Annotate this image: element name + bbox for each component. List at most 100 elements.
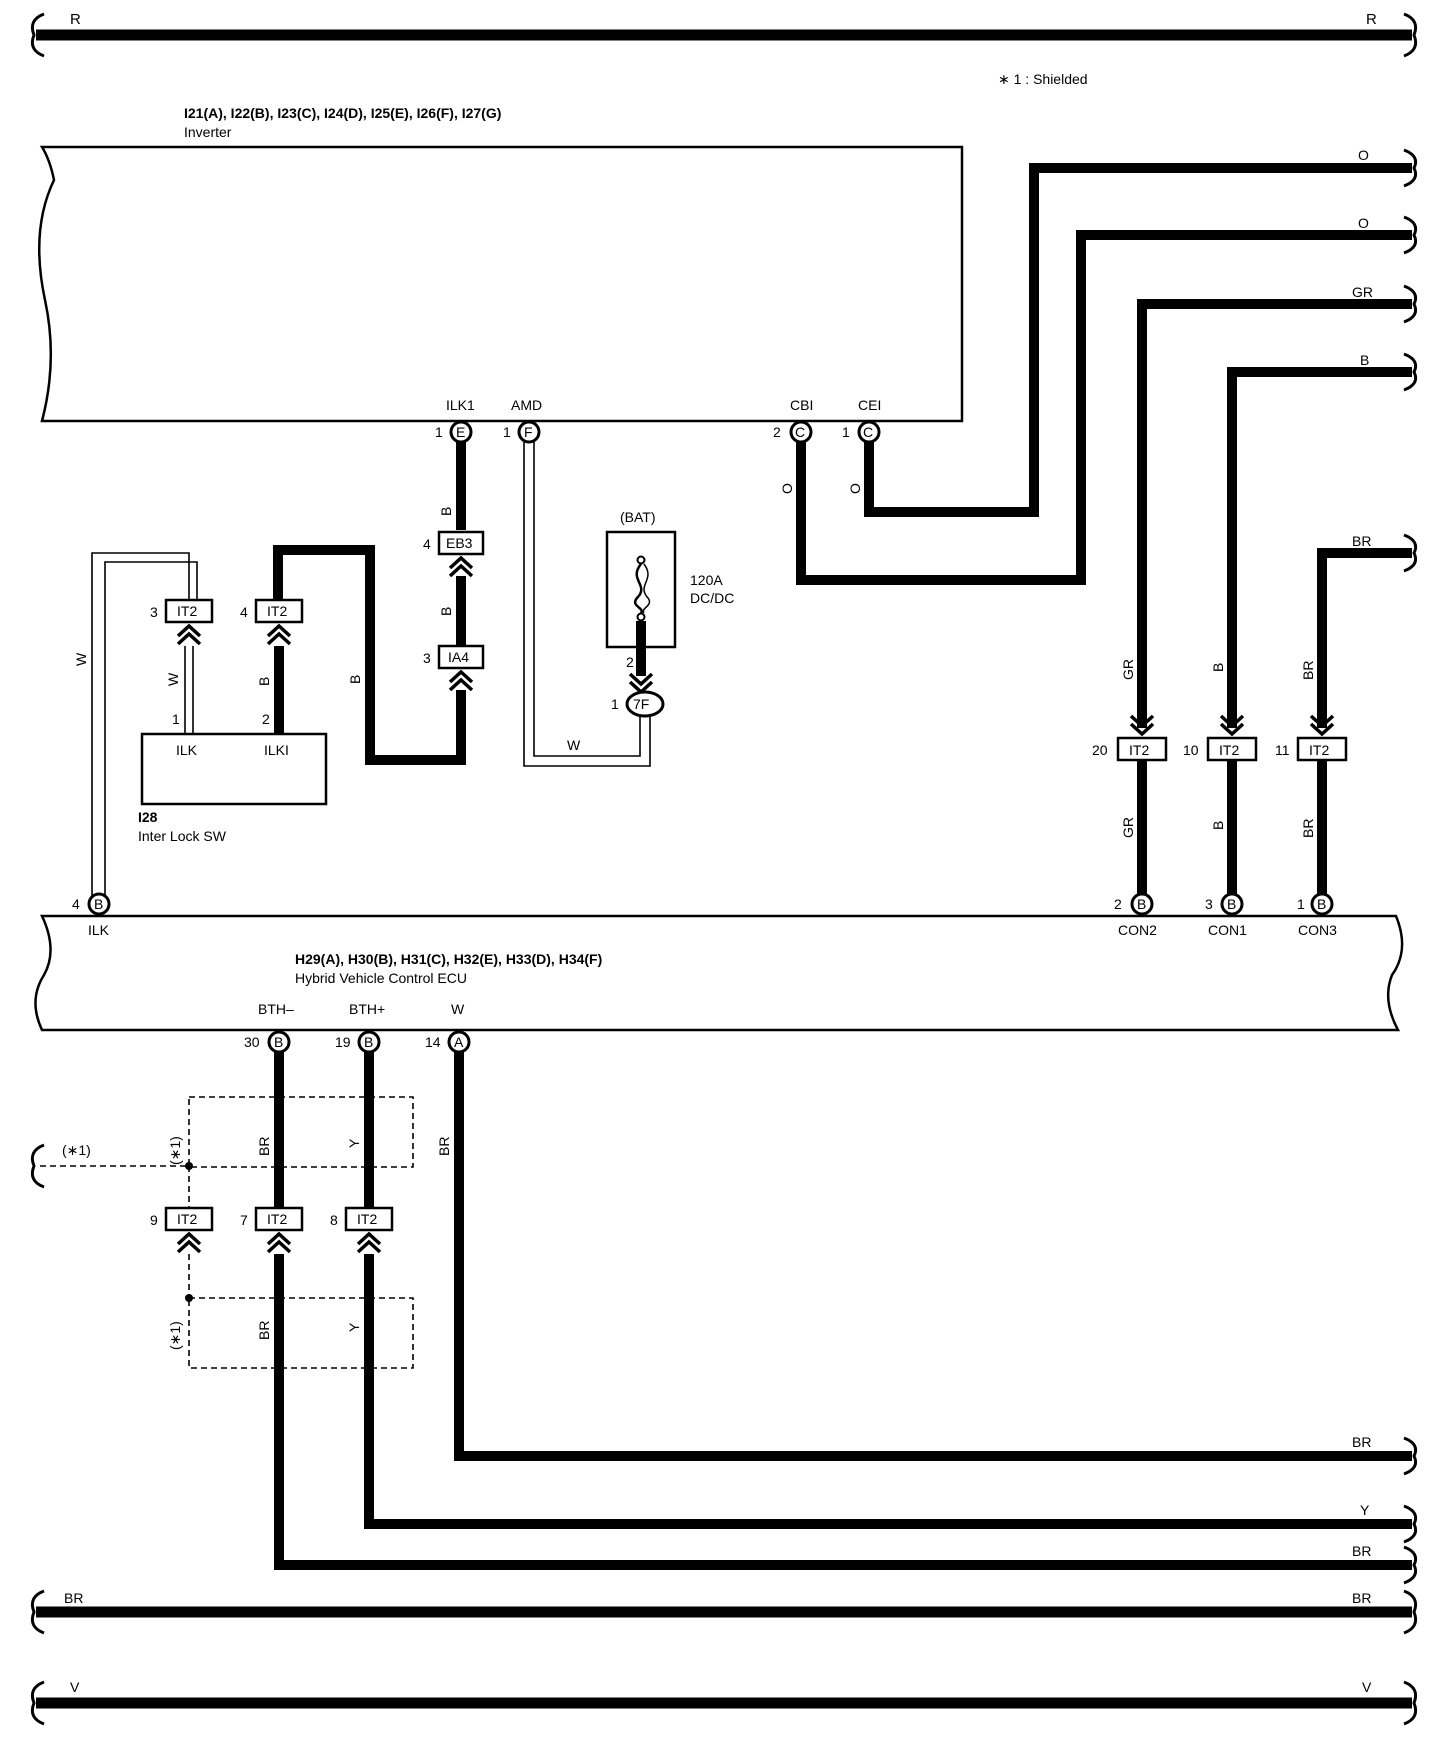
svg-text:B: B [364, 1034, 373, 1050]
connector-7f: 7F [625, 690, 665, 718]
wire-br-vlabel-1: BR [1300, 661, 1316, 680]
bus-v-label-left: V [70, 1679, 80, 1695]
svg-text:IT2: IT2 [177, 603, 197, 619]
pin-label-cbi: CBI [790, 397, 813, 413]
interlock-switch-box [140, 732, 328, 806]
shield-upper-br-label: BR [256, 1137, 272, 1156]
fuse-supply: (BAT) [620, 509, 656, 525]
svg-text:IA4: IA4 [448, 649, 469, 665]
right-brackets [1403, 148, 1418, 573]
ecu-pin-ilk-label: ILK [88, 922, 110, 938]
shield-upper [188, 1096, 414, 1168]
wire-amd-color: W [567, 737, 581, 753]
ecu-pin-bth-plus: B [357, 1030, 381, 1054]
inverter-codes: I21(A), I22(B), I23(C), I24(D), I25(E), … [184, 105, 501, 121]
svg-text:IT2: IT2 [177, 1211, 197, 1227]
wire-gr-label-top: GR [1352, 284, 1373, 300]
junction-it2-10: IT2 [1206, 714, 1258, 762]
pin-cei-num: 1 [842, 424, 850, 440]
interlock-pin2-label: ILKI [264, 742, 289, 758]
pin-cei: C [857, 420, 881, 444]
ecu-pin-ilk-num: 4 [72, 896, 80, 912]
pin-amd-num: 1 [503, 424, 511, 440]
connector-7f-pin: 1 [611, 696, 619, 712]
pin-label-amd: AMD [511, 397, 542, 413]
bus-br-label-left: BR [64, 1590, 83, 1606]
svg-text:IT2: IT2 [1309, 742, 1329, 758]
svg-text:IT2: IT2 [267, 603, 287, 619]
wire-w-outer-color: W [73, 652, 89, 666]
bus-br [30, 1589, 1418, 1635]
junction-it2-8-num: 8 [330, 1212, 338, 1228]
fuse-chevron-icon [628, 672, 654, 694]
wire-ecu-w-color: BR [436, 1137, 452, 1156]
shield-left-bracket [30, 1143, 45, 1189]
inverter-name: Inverter [184, 124, 232, 140]
svg-text:B: B [1227, 896, 1236, 912]
wire-o-label-1: O [1358, 147, 1369, 163]
wire-cbi-color: O [779, 483, 795, 494]
wire-ilk-color: W [165, 672, 181, 686]
ecu-pin-con1-num: 3 [1205, 896, 1213, 912]
wire-gr-vlabel-2: GR [1120, 817, 1136, 838]
junction-it2-9-num: 9 [150, 1212, 158, 1228]
bus-br-label-right: BR [1352, 1590, 1371, 1606]
ecu-pin-con3-num: 1 [1297, 896, 1305, 912]
shield-upper-label-v: (∗1) [167, 1136, 183, 1165]
svg-text:IT2: IT2 [1129, 742, 1149, 758]
svg-text:IT2: IT2 [357, 1211, 377, 1227]
wire-eb3-color: B [438, 607, 454, 616]
wire-gr-vlabel-1: GR [1120, 659, 1136, 680]
wire-ilki-color: B [256, 677, 272, 686]
interlock-pin1-num: 1 [172, 711, 180, 727]
ecu-box [34, 914, 1404, 1032]
shield-lower [188, 1297, 414, 1369]
pin-ilk1: E [449, 420, 473, 444]
bus-v [30, 1680, 1418, 1726]
svg-text:A: A [454, 1034, 464, 1050]
interlock-pin1-label: ILK [176, 742, 198, 758]
shield-lower-label-v: (∗1) [167, 1321, 183, 1350]
junction-it2-20-num: 20 [1092, 742, 1108, 758]
bus-r-label-right: R [1366, 11, 1377, 28]
ecu-pin-bth-minus: B [267, 1030, 291, 1054]
svg-text:EB3: EB3 [446, 535, 473, 551]
junction-it2-8: IT2 [344, 1206, 394, 1254]
svg-text:F: F [524, 424, 533, 440]
wire-amd-w-b [533, 442, 641, 757]
svg-text:B: B [274, 1034, 283, 1050]
ecu-name: Hybrid Vehicle Control ECU [295, 970, 467, 986]
svg-text:B: B [1317, 896, 1326, 912]
inverter-box [38, 145, 964, 423]
wire-ecu-w-br-label-right: BR [1352, 1434, 1371, 1450]
wire-b-vlabel-1: B [1210, 663, 1226, 672]
ecu-pin-ilk: B [87, 892, 111, 916]
junction-it2-4: IT2 [254, 598, 304, 646]
shield-upper-label-h: (∗1) [62, 1142, 91, 1158]
ecu-pin-w-num: 14 [425, 1034, 441, 1050]
ecu-pin-w-label: W [451, 1001, 465, 1017]
junction-it2-11-num: 11 [1275, 742, 1290, 758]
ecu-pin-con3: B [1310, 892, 1334, 916]
wire-w-outer-a [91, 552, 190, 898]
junction-it2-7: IT2 [254, 1206, 304, 1254]
wire-b-vlabel-2: B [1210, 821, 1226, 830]
pin-cbi: C [789, 420, 813, 444]
wire-cei-color: O [847, 483, 863, 494]
junction-it2-10-num: 10 [1183, 742, 1199, 758]
svg-text:IT2: IT2 [1219, 742, 1239, 758]
right-brackets-lower [1403, 1436, 1418, 1585]
junction-it2-3-num: 3 [150, 604, 158, 620]
fuse-name: DC/DC [690, 590, 734, 606]
wire-br-label-right: BR [1352, 1543, 1371, 1559]
junction-eb3-num: 4 [423, 536, 431, 552]
junction-ia4: IA4 [437, 644, 485, 692]
wire-cei-o [864, 163, 1412, 517]
shield-note: ∗ 1 : Shielded [998, 71, 1088, 87]
junction-it2-3: IT2 [164, 598, 214, 646]
shield-lower-node [185, 1294, 193, 1302]
wire-br-label-top: BR [1352, 533, 1371, 549]
bus-r-label-left: R [70, 11, 81, 28]
ecu-pin-con1-label: CON1 [1208, 922, 1247, 938]
